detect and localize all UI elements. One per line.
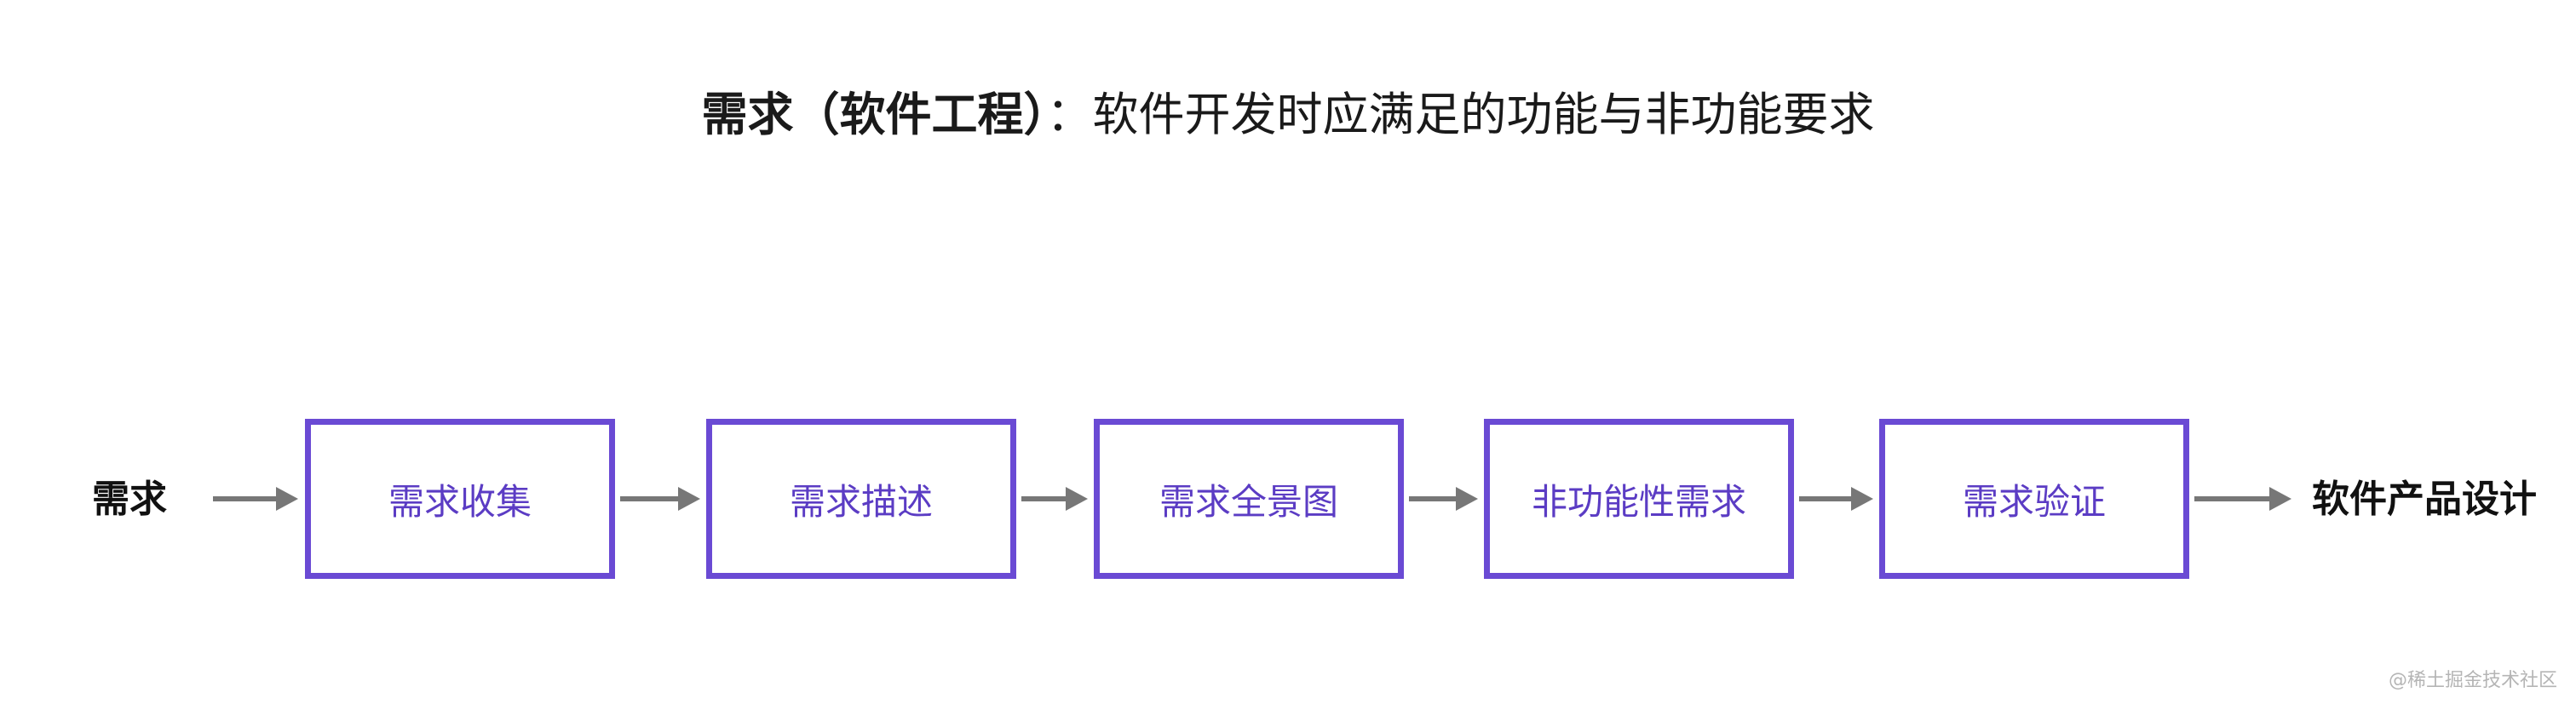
flow-step-1: 需求收集 [305,419,615,579]
title-term: 需求（软件工程） [701,88,1047,141]
arrow-start-to-step-1 [213,487,298,511]
flow-step-5-label: 需求验证 [1962,480,2106,523]
flow-step-5: 需求验证 [1879,419,2189,579]
title-definition: 软件开发时应满足的功能与非功能要求 [1092,88,1875,141]
flow-step-3: 需求全景图 [1094,419,1404,579]
arrow-step-4-to-step-5 [1799,487,1873,511]
flow-step-4-label: 非功能性需求 [1531,480,1746,523]
flow-step-4: 非功能性需求 [1484,419,1794,579]
flow-step-1-label: 需求收集 [388,480,532,523]
arrow-step-2-to-step-3 [1021,487,1088,511]
flow-end-label: 软件产品设计 [2312,478,2537,521]
flow-start-label: 需求 [92,478,167,521]
flow-step-3-label: 需求全景图 [1159,480,1338,523]
arrow-step-1-to-step-2 [620,487,700,511]
arrow-step-5-to-end [2194,487,2291,511]
arrow-step-3-to-step-4 [1409,487,1478,511]
title-colon: ： [1046,88,1093,141]
page-title: 需求（软件工程）：软件开发时应满足的功能与非功能要求 [0,77,2576,144]
flow-step-2: 需求描述 [706,419,1016,579]
watermark: @稀土掘金技术社区 [2388,670,2557,691]
flow-step-2-label: 需求描述 [789,480,933,523]
